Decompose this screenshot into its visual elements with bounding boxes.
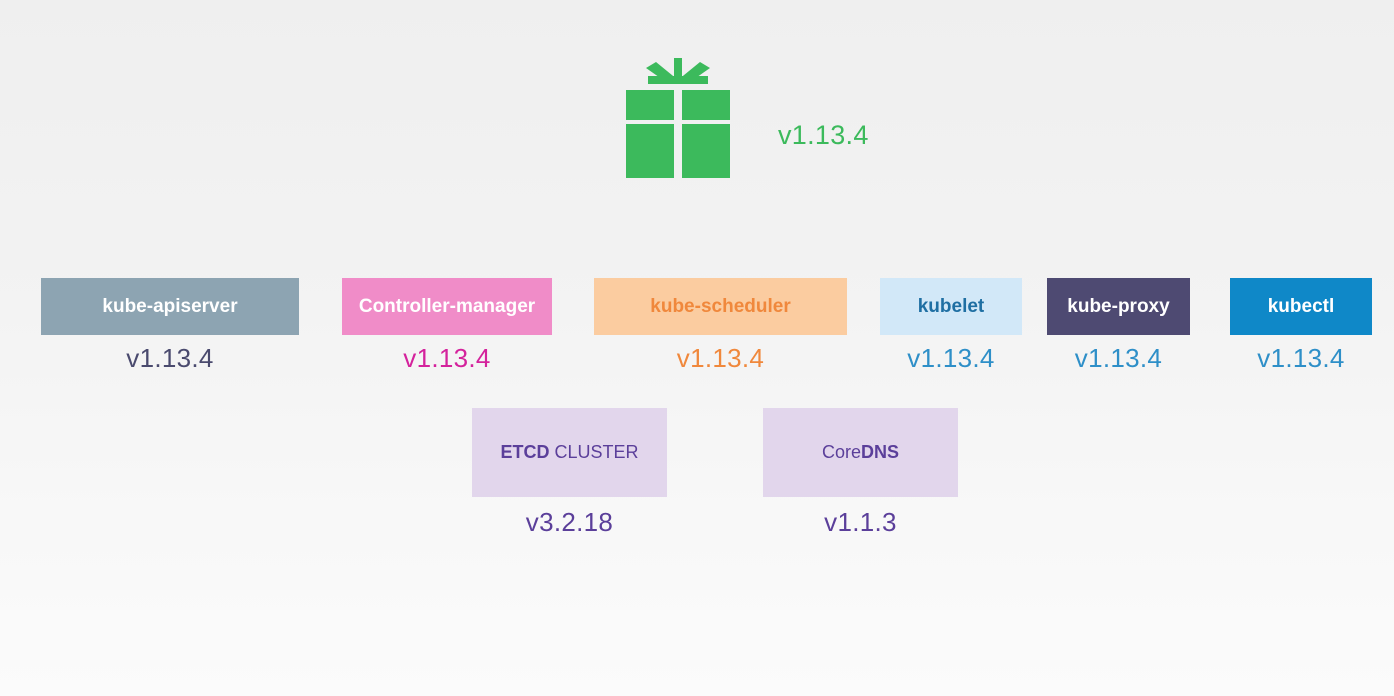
etcd-label-regular: CLUSTER xyxy=(549,442,639,462)
version-coredns: v1.1.3 xyxy=(824,507,897,537)
etcd-label-bold: ETCD xyxy=(500,442,550,462)
version-kubelet: v1.13.4 xyxy=(907,343,995,373)
version-kube-scheduler: v1.13.4 xyxy=(676,343,765,373)
release-version: v1.13.4 xyxy=(778,120,869,150)
component-kubelet: kubelet xyxy=(880,278,1022,335)
version-kube-proxy: v1.13.4 xyxy=(1074,343,1163,373)
component-kube-proxy: kube-proxy xyxy=(1047,278,1190,335)
version-kubectl: v1.13.4 xyxy=(1257,343,1345,373)
component-kube-apiserver: kube-apiserver xyxy=(41,278,299,335)
component-kube-scheduler: kube-scheduler xyxy=(594,278,847,335)
coredns-label-regular: Core xyxy=(821,442,861,462)
version-kube-apiserver: v1.13.4 xyxy=(126,343,214,373)
coredns-label-bold: DNS xyxy=(861,442,900,462)
version-etcd-cluster: v3.2.18 xyxy=(525,507,614,537)
version-controller-manager: v1.13.4 xyxy=(403,343,491,373)
component-kubectl: kubectl xyxy=(1230,278,1372,335)
component-controller-manager: Controller-manager xyxy=(342,278,552,335)
gift-package-icon xyxy=(626,58,730,178)
dependency-etcd-cluster: ETCD CLUSTER xyxy=(472,408,667,497)
